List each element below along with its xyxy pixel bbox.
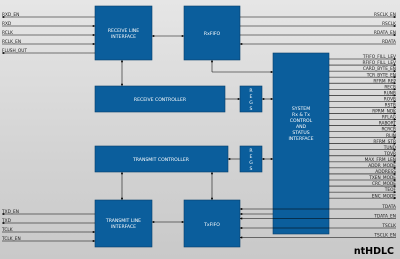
signal-label-addr-mode: ADDR_MODE [368,163,396,169]
signal-label-rflag: RFLAG [382,115,396,121]
signal-label-recr: RECR [384,84,396,90]
signal-label-txd: TXD [1,218,12,224]
system-interface-label-5: STATUS [292,130,309,136]
receive-controller-block [94,85,226,113]
signal-label-rsclk-en: RSCLK_EN [374,12,396,18]
signal-label-runr: RUNR [384,90,396,96]
right-status-signals: TFIFO_FILL_LEVRFIFO_FILL_LEVCARD_BYTE_EN… [329,54,397,200]
signal-label-tclk: TCLK [1,227,13,233]
system-interface-block [272,52,330,235]
signal-label-enc-mode: ENC_MODE [372,193,396,199]
internal-connections [120,34,274,224]
signal-label-txen-mode: TXEN_MODE [368,175,396,181]
signal-label-tund: TUND [383,145,397,151]
signal-label-card-byte-en: CARD_BYTE_EN [363,66,396,72]
transmit-line-interface-label-1: TRANSMIT LINE [105,218,141,224]
signal-label-tdata: TDATA [381,204,396,210]
receive-line-interface-label-2: INTERFACE [111,34,136,40]
system-interface-label-2: Rx & Tx [292,112,310,118]
right-txfifo-signals: TDATA TDATA_EN TSCLK TSCLK_EN [239,204,396,239]
rx-regs-label-3: G [249,100,253,106]
tx-regs-label-2: E [250,154,253,160]
signal-label-txd-en: TXD_EN [1,209,19,215]
signal-label-rfifo-fill-lev: RFIFO_FILL_LEV [363,60,397,66]
signal-label-rstr: RSTR [385,103,396,109]
signal-label-max-frm-len: MAX_FRM_LEN [365,157,396,163]
rxfifo-block [183,5,241,61]
signal-label-rfrm-rep: RFRM_REP [373,78,396,84]
receive-line-interface-block [94,5,153,61]
rx-regs-block [239,85,263,113]
tx-regs-label-3: G [249,160,253,166]
signal-label-rclk: RCLK [2,30,13,36]
rxfifo-label: RxFIFO [204,31,221,37]
signal-label-rxd-en: RXD_EN [2,12,19,18]
tx-regs-label-1: R [249,148,253,154]
right-rxfifo-signals: RSCLK_EN RSCLK RDATA_EN RDATA [239,12,397,46]
rx-regs-label-4: S [250,106,253,112]
signal-label-tdata-en: TDATA_EN [373,214,396,220]
signal-label-rovr: ROVR [384,96,396,102]
txfifo-label: TxFIFO [203,222,220,228]
tx-regs-block [239,145,263,173]
system-interface-label-1: SYSTEM [292,106,310,112]
signal-label-tsclk-en: TSCLK_EN [373,233,396,239]
signal-label-address: ADDRESS [375,169,396,175]
left-receive-signals: RXD_EN RXD RCLK RCLK_EN FLUSH_OUT [1,12,96,55]
signal-label-rsclk: RSCLK [382,21,396,27]
signal-label-rclk-en: RCLK_EN [2,39,21,45]
system-interface-label-3: CONTROL [290,118,313,124]
signal-label-rcrcr: RCRCR [381,127,396,133]
system-interface-label-4: AND [296,124,307,130]
signal-label-tclk-en: TCLK_EN [1,236,21,242]
left-transmit-signals: TXD_EN TXD TCLK TCLK_EN [1,209,96,243]
transmit-controller-label: TRANSMIT CONTROLLER [132,157,190,163]
txfifo-block [183,199,241,248]
receive-controller-label: RECEIVE CONTROLLER [134,97,187,103]
signal-label-tcr-byte-en: TCR_BYTE_EN [366,72,396,78]
signal-label-rxd: RXD [2,21,12,27]
signal-label-rlin: RLIN [386,133,396,139]
receive-line-interface-label-1: RECEIVE LINE [108,28,139,34]
rx-regs-label-2: E [250,94,253,100]
signal-label-rabort: RABORT [379,121,397,127]
signal-label-rprm-ndk: RPRM_NDK [372,109,396,115]
signal-label-tsclk: TSCLK [381,223,396,229]
system-interface-label-6: INTERFACE [288,136,313,142]
signal-label-teof: TEOF [384,187,397,193]
rx-regs-label-1: R [249,88,253,94]
signal-label-rdata: RDATA [382,39,396,45]
transmit-controller-block [94,145,229,173]
signal-label-tfifo-fill-lev: TFIFO_FILL_LEV [362,54,396,60]
tx-regs-label-4: S [250,166,253,172]
signal-label-rfrm-str: RFRM_STR [373,139,396,145]
signal-label-rdata-en: RDATA_EN [374,30,396,36]
signal-label-crc-mode: CRC_MODE [372,181,396,187]
transmit-line-interface-block [94,199,153,248]
product-name: ntHDLC [354,246,394,257]
transmit-line-interface-label-2: INTERFACE [111,224,136,230]
signal-label-flush-out: FLUSH_OUT [2,48,27,54]
signal-label-tovr: TOVR [383,151,396,157]
